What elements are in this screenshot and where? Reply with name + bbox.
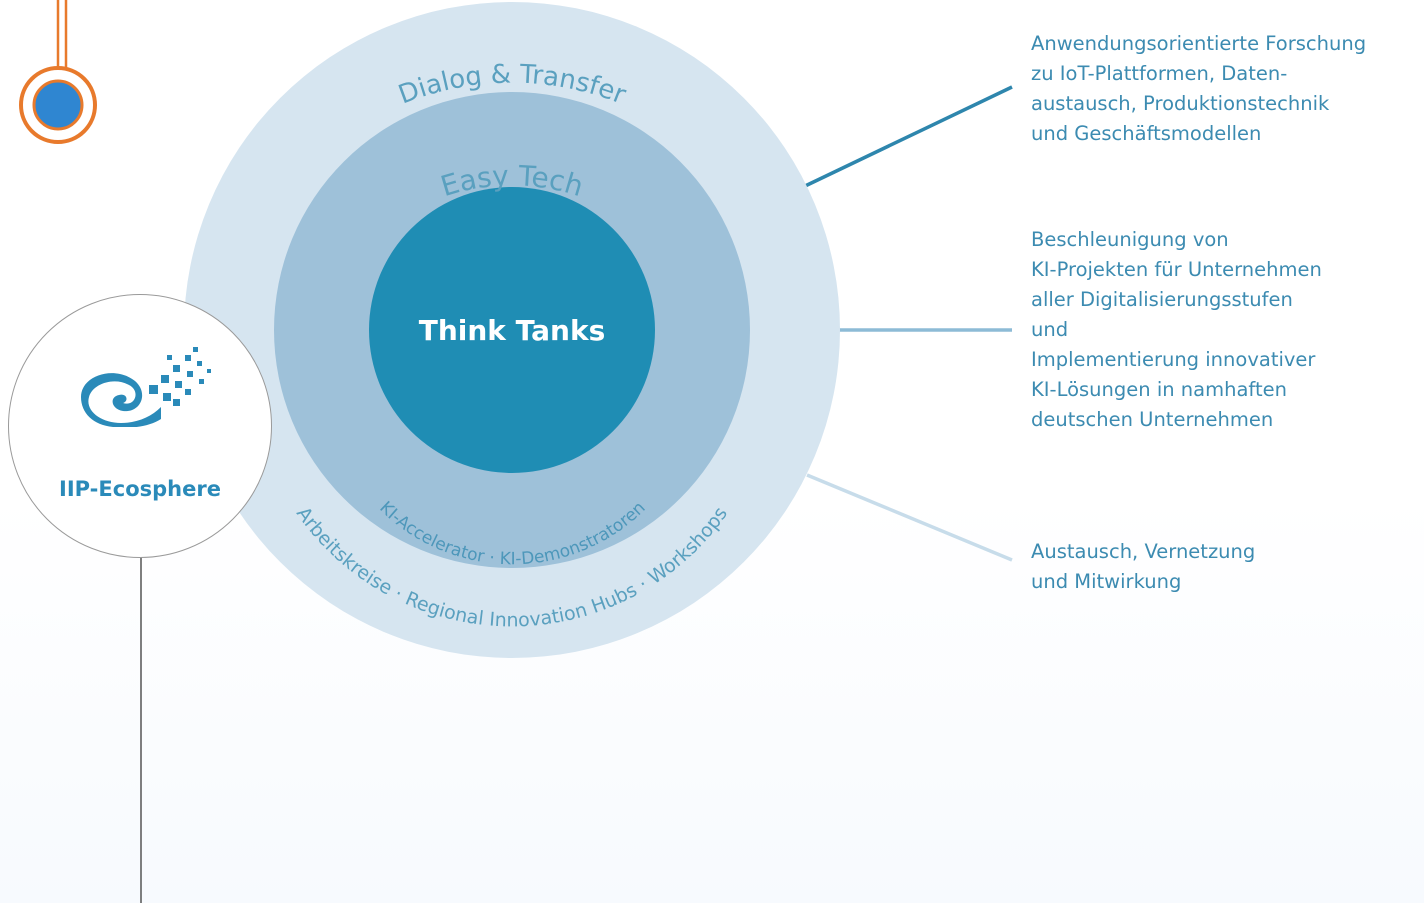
description-easy-tech: Beschleunigung von KI-Projekten für Unte…	[1031, 228, 1322, 431]
leader-line-dialog-transfer	[806, 473, 1013, 562]
timeline-node-inner	[32, 79, 84, 131]
ecosphere-logo-card[interactable]: IIP-Ecosphere	[8, 294, 272, 558]
core-title: Think Tanks	[419, 314, 606, 347]
logo-wordmark: IIP-Ecosphere	[59, 477, 221, 501]
core-circle-think-tanks	[369, 187, 655, 473]
wave-pixel-logo-icon	[81, 347, 211, 427]
description-dialog-transfer: Austausch, Vernetzung und Mitwirkung	[1031, 540, 1256, 593]
description-think-tanks: Anwendungsorientierte Forschung zu IoT-P…	[1031, 32, 1367, 145]
